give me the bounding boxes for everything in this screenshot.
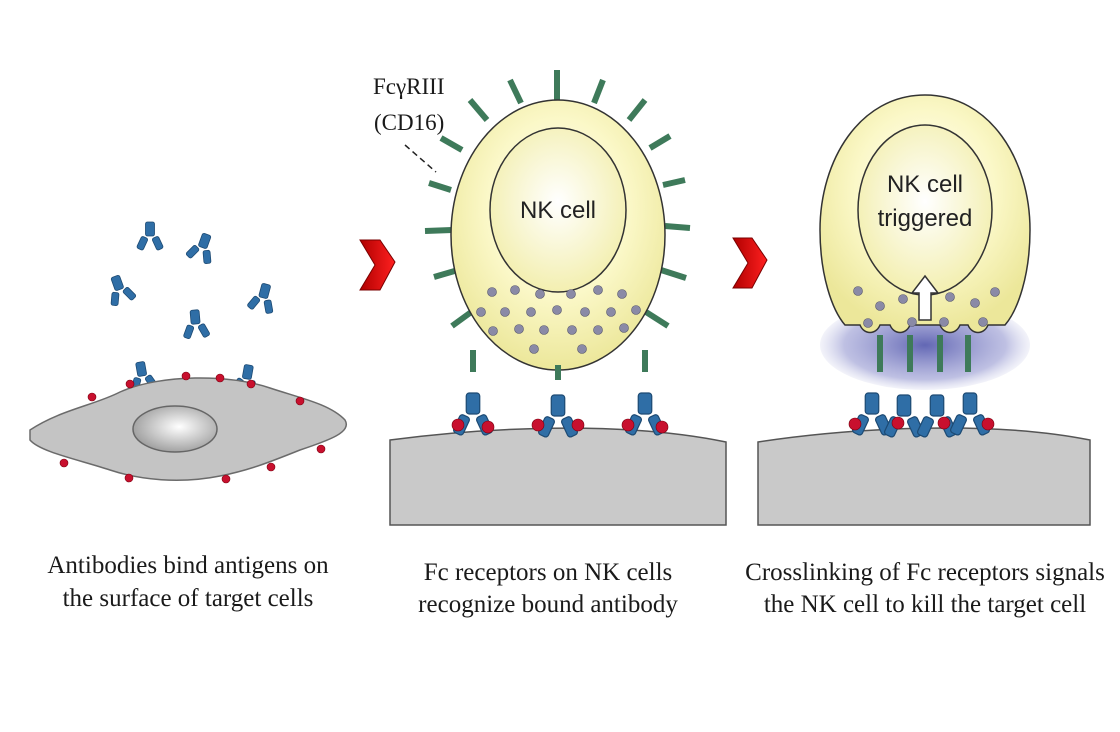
arrow-1-to-2 [359, 239, 396, 291]
captions: Antibodies bind antigens on the surface … [47, 552, 1104, 618]
antigens-2 [451, 418, 669, 434]
receptor-label-leader [404, 144, 437, 173]
fc-receptors-2 [424, 70, 691, 329]
panel-1 [29, 221, 348, 484]
free-antibodies [101, 221, 281, 397]
receptor-label-line2: (CD16) [374, 110, 444, 135]
caption-2-line1: Fc receptors on NK cells [424, 559, 673, 586]
target-surface-2 [389, 427, 727, 526]
caption-3-line2: the NK cell to kill the target cell [764, 591, 1086, 618]
panel-3: NK cell triggered [757, 94, 1091, 526]
nk-triggered-label-line2: triggered [878, 205, 973, 232]
activation-arrow [910, 274, 940, 321]
caption-1-line2: the surface of target cells [63, 585, 314, 612]
nk-nucleus-2 [489, 127, 627, 293]
target-cell-nucleus [132, 405, 218, 453]
receptor-label-line1: FcγRIII [373, 74, 444, 99]
caption-2-line2: recognize bound antibody [418, 591, 678, 618]
nk-triggered-label-line1: NK cell [887, 171, 963, 198]
caption-1-line1: Antibodies bind antigens on [47, 552, 329, 579]
arrow-2-to-3 [732, 237, 768, 289]
panel-2: NK cell FcγRIII (CD16) [373, 70, 727, 526]
nk-cell-label: NK cell [520, 197, 596, 224]
caption-3-line1: Crosslinking of Fc receptors signals [745, 559, 1105, 586]
bound-receptors-3 [877, 335, 971, 372]
target-surface-3 [757, 427, 1091, 526]
granules-2 [476, 285, 641, 354]
antigens [59, 371, 326, 484]
bound-receptors-2 [470, 350, 648, 380]
granules-3 [853, 286, 1000, 328]
antigens-3 [848, 416, 995, 431]
